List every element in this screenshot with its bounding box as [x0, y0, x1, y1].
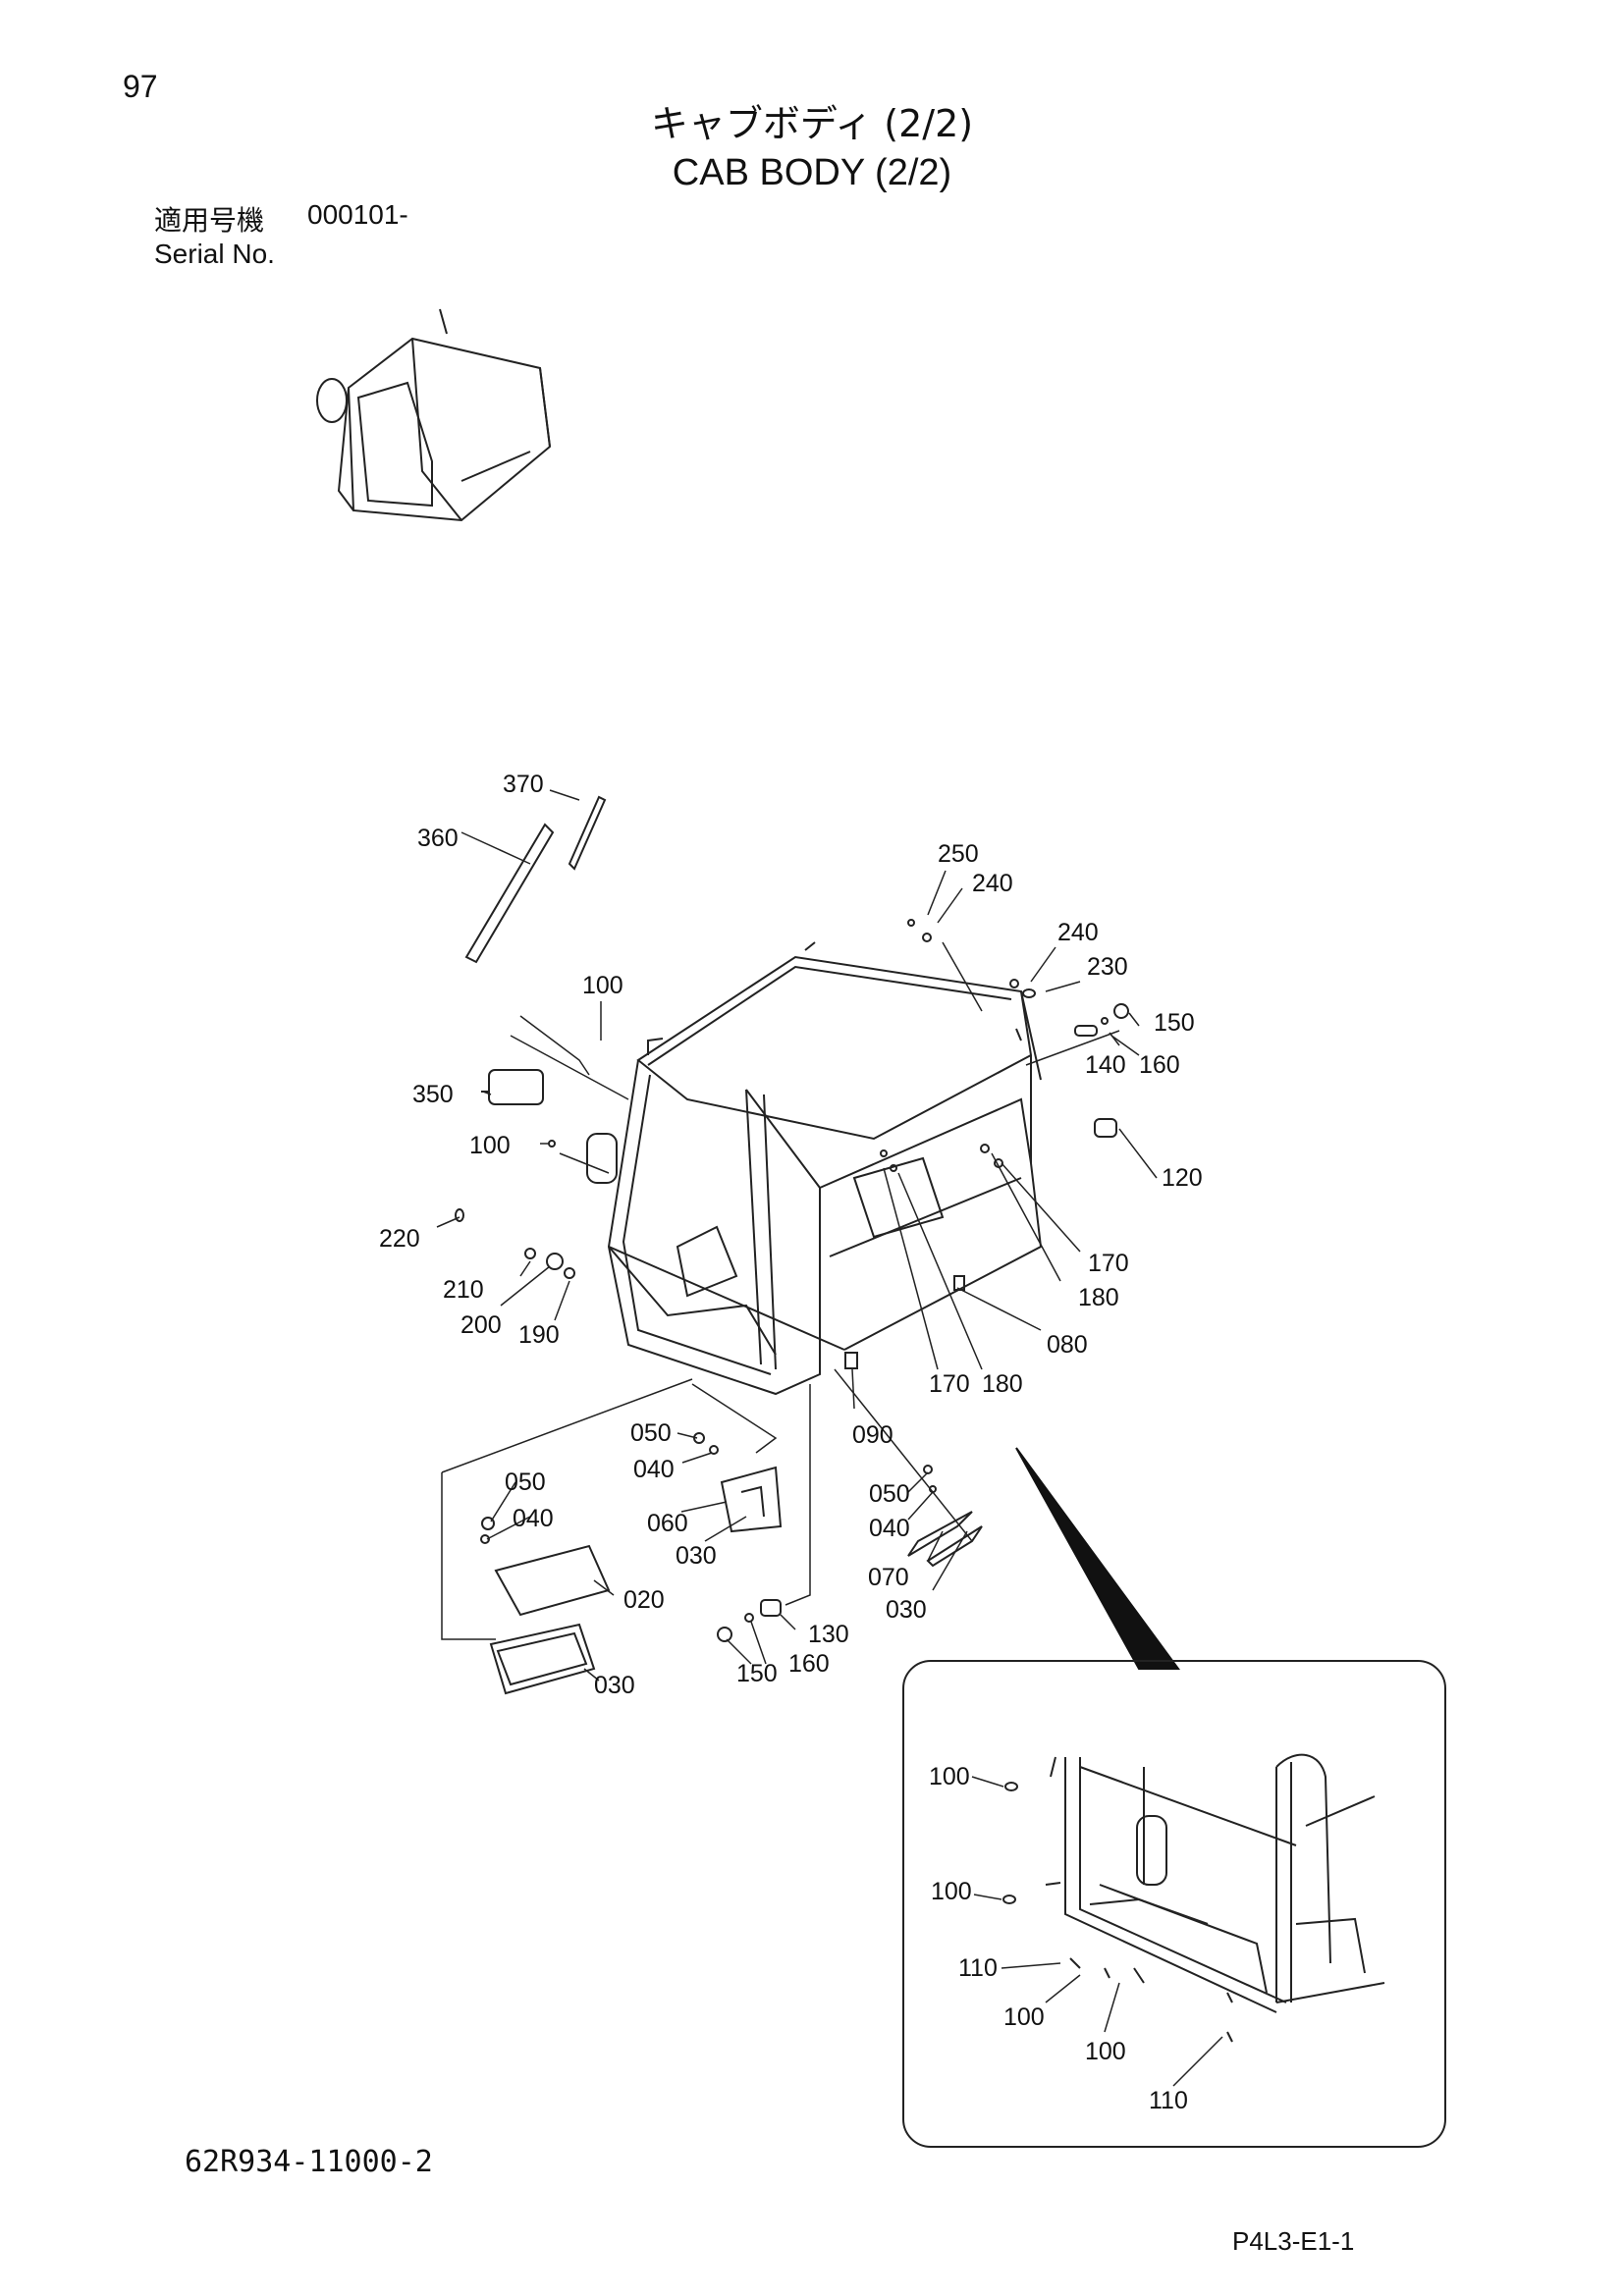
- label-190: 190: [518, 1321, 560, 1349]
- label-040b: 040: [513, 1505, 554, 1532]
- leader-lines: [436, 789, 1158, 1682]
- page-code: P4L3-E1-1: [1232, 2226, 1355, 2256]
- label-040: 040: [633, 1456, 675, 1483]
- part-labels: 370 360 250 240 240 230 150 140 160 100 …: [379, 771, 1203, 1699]
- label-040c: 040: [869, 1515, 910, 1542]
- detail-pointer: [1015, 1447, 1180, 1670]
- label-170b: 170: [929, 1370, 970, 1398]
- label-140: 140: [1085, 1051, 1126, 1079]
- detail-label-100d: 100: [1085, 2038, 1126, 2065]
- detail-label-100c: 100: [1003, 2003, 1045, 2031]
- label-100: 100: [582, 972, 623, 999]
- label-070: 070: [868, 1564, 909, 1591]
- label-120: 120: [1162, 1164, 1203, 1192]
- detail-label-100: 100: [929, 1763, 970, 1790]
- label-130: 130: [808, 1621, 849, 1648]
- wiper-assembly: [464, 795, 607, 1105]
- page-number: 97: [123, 69, 158, 104]
- label-150: 150: [1154, 1009, 1195, 1037]
- label-030c: 030: [886, 1596, 927, 1624]
- label-160b: 160: [788, 1650, 830, 1678]
- label-180: 180: [1078, 1284, 1119, 1311]
- label-030b: 030: [594, 1672, 635, 1699]
- serial-value: 000101-: [307, 199, 408, 230]
- label-370: 370: [503, 771, 544, 798]
- label-220: 220: [379, 1225, 420, 1253]
- serial-label-japanese: 適用号機: [154, 204, 265, 237]
- label-150b: 150: [736, 1660, 778, 1687]
- label-230: 230: [1087, 953, 1128, 981]
- detail-view: [1002, 1753, 1385, 2043]
- label-100b: 100: [469, 1132, 511, 1159]
- detail-label-110b: 110: [1149, 2087, 1188, 2114]
- detail-label-110: 110: [958, 1954, 998, 1982]
- label-170: 170: [1088, 1250, 1129, 1277]
- label-080: 080: [1047, 1331, 1088, 1359]
- label-240: 240: [972, 870, 1013, 897]
- label-030: 030: [676, 1542, 717, 1570]
- label-180b: 180: [982, 1370, 1023, 1398]
- detail-leaders: [971, 1776, 1223, 2087]
- label-050b: 050: [505, 1468, 546, 1496]
- label-060: 060: [647, 1510, 688, 1537]
- detail-box: [902, 1660, 1446, 2148]
- label-240b: 240: [1057, 919, 1099, 946]
- label-350: 350: [412, 1081, 454, 1108]
- thumbnail-cab: [316, 308, 552, 522]
- label-050: 050: [630, 1419, 672, 1447]
- label-090: 090: [852, 1421, 893, 1449]
- label-050c: 050: [869, 1480, 910, 1508]
- title-japanese: キャブボディ (2/2): [650, 102, 974, 145]
- main-cab-body: [586, 941, 1043, 1396]
- document-code: 62R934-11000-2: [185, 2145, 433, 2179]
- label-020: 020: [623, 1586, 665, 1614]
- serial-label-english: Serial No.: [154, 239, 275, 269]
- detail-labels: 100 100 110 100 100 110: [929, 1763, 1188, 2114]
- label-200: 200: [460, 1311, 502, 1339]
- title-english: CAB BODY (2/2): [672, 152, 952, 193]
- label-250: 250: [938, 840, 979, 868]
- label-160: 160: [1139, 1051, 1180, 1079]
- label-210: 210: [443, 1276, 484, 1304]
- label-360: 360: [417, 825, 459, 852]
- detail-label-100b: 100: [931, 1878, 972, 1905]
